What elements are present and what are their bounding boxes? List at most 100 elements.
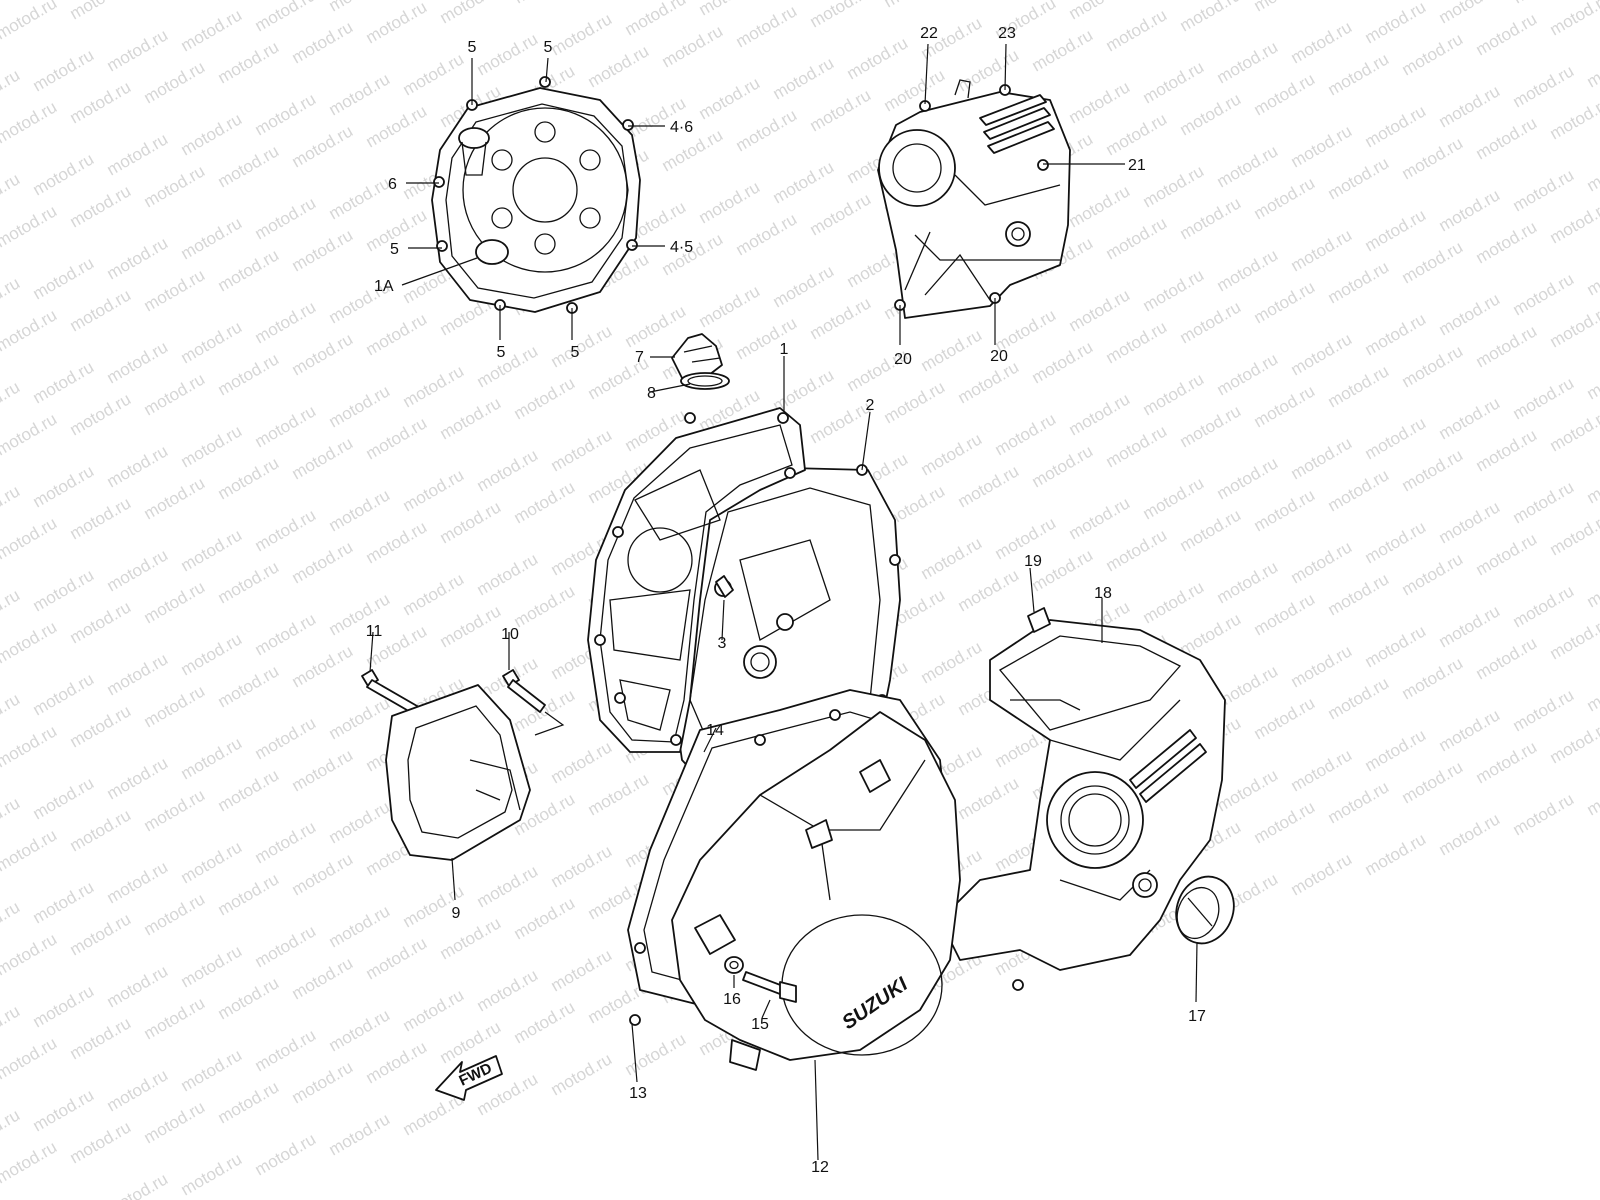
watermark-text: motod.ru xyxy=(1288,121,1356,171)
watermark-text: motod.ru xyxy=(1510,477,1578,527)
watermark-text: motod.ru xyxy=(474,341,542,391)
watermark-text: motod.ru xyxy=(67,389,135,439)
watermark-text: motod.ru xyxy=(178,5,246,55)
watermark-text: motod.ru xyxy=(1177,505,1245,555)
watermark-text: motod.ru xyxy=(326,797,394,847)
watermark-text: motod.ru xyxy=(1103,109,1171,159)
watermark-text: motod.ru xyxy=(1214,765,1282,815)
watermark-text: motod.ru xyxy=(1436,0,1504,27)
watermark-text: motod.ru xyxy=(437,913,505,963)
watermark-text: motod.ru xyxy=(1177,297,1245,347)
watermark-text: motod.ru xyxy=(1251,485,1319,535)
watermark-text: motod.ru xyxy=(104,1065,172,1115)
watermark-text: motod.ru xyxy=(30,877,98,927)
watermark-text: motod.ru xyxy=(0,1001,23,1051)
watermark-text: motod.ru xyxy=(289,329,357,379)
watermark-text: motod.ru xyxy=(215,869,283,919)
watermark-text: motod.ru xyxy=(548,945,616,995)
watermark-text: motod.ru xyxy=(1103,421,1171,471)
watermark-text: motod.ru xyxy=(807,293,875,343)
watermark-text: motod.ru xyxy=(548,321,616,371)
watermark-text: motod.ru xyxy=(104,441,172,491)
watermark-text: motod.ru xyxy=(437,0,505,27)
watermark-text: motod.ru xyxy=(1547,197,1600,247)
watermark-text: motod.ru xyxy=(104,961,172,1011)
watermark-text: motod.ru xyxy=(0,65,23,115)
watermark-text: motod.ru xyxy=(215,557,283,607)
watermark-text: motod.ru xyxy=(326,901,394,951)
watermark-text: motod.ru xyxy=(326,485,394,535)
watermark-text: motod.ru xyxy=(178,733,246,783)
watermark-text: motod.ru xyxy=(67,597,135,647)
watermark-text: motod.ru xyxy=(141,369,209,419)
clutch-cover-1a xyxy=(431,76,641,314)
watermark-text: motod.ru xyxy=(1066,181,1134,231)
callout-19: 19 xyxy=(1024,553,1042,570)
watermark-text: motod.ru xyxy=(30,149,98,199)
watermark-text: motod.ru xyxy=(1288,849,1356,899)
watermark-text: motod.ru xyxy=(1510,0,1578,7)
watermark-text: motod.ru xyxy=(1214,245,1282,295)
watermark-text: motod.ru xyxy=(400,569,468,619)
watermark-text: motod.ru xyxy=(1251,797,1319,847)
watermark-text: motod.ru xyxy=(622,301,690,351)
watermark-text: motod.ru xyxy=(1399,549,1467,599)
watermark-text: motod.ru xyxy=(1325,257,1393,307)
watermark-text: motod.ru xyxy=(0,377,23,427)
watermark-text: motod.ru xyxy=(918,429,986,479)
callout-15: 15 xyxy=(751,1016,769,1033)
watermark-text: motod.ru xyxy=(215,245,283,295)
watermark-text: motod.ru xyxy=(141,161,209,211)
callout-1: 1 xyxy=(780,341,789,358)
watermark-text: motod.ru xyxy=(326,1005,394,1055)
watermark-text: motod.ru xyxy=(1510,269,1578,319)
watermark-text: motod.ru xyxy=(622,1029,690,1079)
watermark-text: motod.ru xyxy=(1140,369,1208,419)
watermark-text: motod.ru xyxy=(1584,353,1600,403)
watermark-text: motod.ru xyxy=(0,409,60,459)
watermark-text: motod.ru xyxy=(363,309,431,359)
watermark-text: motod.ru xyxy=(1288,433,1356,483)
watermark-text: motod.ru xyxy=(30,253,98,303)
watermark-text: motod.ru xyxy=(252,0,320,35)
leader-lines xyxy=(369,43,1198,1161)
watermark-text: motod.ru xyxy=(1362,309,1430,359)
watermark-text: motod.ru xyxy=(1214,557,1282,607)
watermark-text: motod.ru xyxy=(1103,213,1171,263)
watermark-text: motod.ru xyxy=(326,173,394,223)
watermark-text: motod.ru xyxy=(1584,249,1600,299)
watermark-text: motod.ru xyxy=(141,473,209,523)
watermark-text: motod.ru xyxy=(178,629,246,679)
watermark-text: motod.ru xyxy=(0,0,60,43)
sprocket-cover-18 xyxy=(939,619,1226,991)
watermark-text: motod.ru xyxy=(0,305,60,355)
watermark-text: motod.ru xyxy=(1436,393,1504,443)
callout-5: 5 xyxy=(497,344,506,361)
watermark-text: motod.ru xyxy=(363,0,431,47)
watermark-text: motod.ru xyxy=(326,0,394,15)
watermark-text: motod.ru xyxy=(1177,609,1245,659)
watermark-text: motod.ru xyxy=(0,689,23,739)
watermark-text: motod.ru xyxy=(918,325,986,375)
callout-labels: 5 5 4·6 6 5 4·5 1A 5 5 22 23 21 20 20 7 … xyxy=(366,25,1206,1176)
watermark-text: motod.ru xyxy=(0,1137,60,1187)
watermark-text: motod.ru xyxy=(1288,537,1356,587)
callout-16: 16 xyxy=(723,991,741,1008)
watermark-text: motod.ru xyxy=(1473,9,1541,59)
watermark-text: motod.ru xyxy=(1251,277,1319,327)
watermark-text: motod.ru xyxy=(1399,653,1467,703)
watermark-text: motod.ru xyxy=(881,0,949,11)
watermark-text: motod.ru xyxy=(1251,693,1319,743)
watermark-text: motod.ru xyxy=(1436,81,1504,131)
watermark-text: motod.ru xyxy=(1399,237,1467,287)
watermark-text: motod.ru xyxy=(1584,41,1600,91)
callout-11: 11 xyxy=(366,623,383,640)
watermark-text: motod.ru xyxy=(363,413,431,463)
callout-13: 13 xyxy=(629,1085,647,1102)
watermark-text: motod.ru xyxy=(548,737,616,787)
watermark-text: motod.ru xyxy=(0,617,60,667)
callout-9: 9 xyxy=(452,905,461,922)
watermark-text: motod.ru xyxy=(437,497,505,547)
watermark-text: motod.ru xyxy=(67,493,135,543)
watermark-text: motod.ru xyxy=(67,77,135,127)
